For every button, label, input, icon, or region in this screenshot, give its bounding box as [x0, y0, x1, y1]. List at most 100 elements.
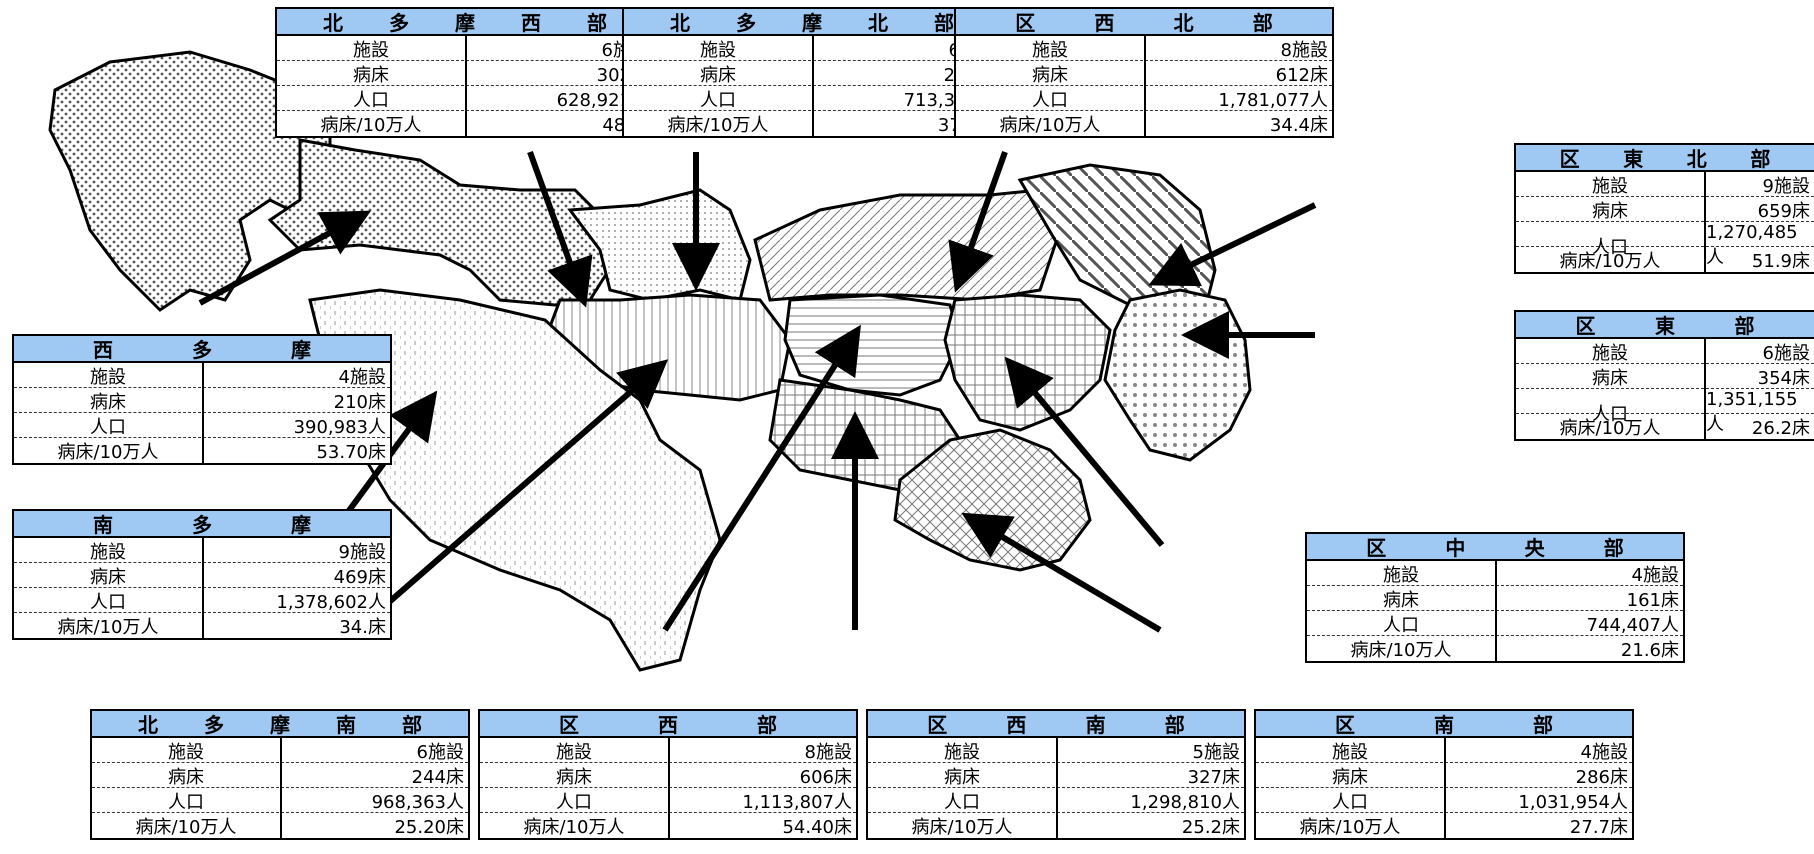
beds-value: 612床 [1275, 65, 1328, 86]
arrow-kitatama-west [527, 150, 593, 308]
population-label: 人口 [277, 86, 467, 112]
header-char: 区 [1575, 314, 1596, 338]
region-kitatama-west [267, 138, 617, 307]
arrow-kitatama-south [355, 359, 669, 633]
population-value: 1,351,155人 [1706, 389, 1798, 435]
facilities-value: 4施設 [338, 367, 386, 388]
header-char: 摩 [455, 11, 475, 35]
beds-label: 病床 [624, 61, 814, 87]
header-char: 部 [1164, 713, 1185, 737]
header-char: 西 [521, 11, 541, 35]
beds-label: 病床 [277, 61, 467, 87]
population-value: 1,781,077人 [1218, 90, 1328, 111]
table-header: 北多摩南部 [92, 711, 468, 738]
per100k-label: 病床/10万人 [277, 111, 467, 137]
header-char: 区 [559, 713, 579, 737]
per100k-value: 54.40床 [782, 817, 852, 838]
facilities-label: 施設 [868, 738, 1058, 764]
beds-label: 病床 [14, 563, 204, 589]
header-char: 西 [93, 338, 113, 362]
arrow-nishitama [198, 210, 372, 306]
population-value: 390,983人 [293, 417, 386, 438]
population-value: 1,031,954人 [1518, 792, 1628, 813]
facilities-label: 施設 [14, 538, 204, 564]
table-header: 北多摩西部 [277, 9, 653, 36]
facilities-value: 6施設 [416, 742, 464, 763]
header-char: 南 [1434, 713, 1454, 737]
facilities-label: 施設 [14, 363, 204, 389]
population-label: 人口 [14, 588, 204, 614]
beds-value: 469床 [333, 567, 386, 588]
population-label: 人口 [480, 788, 670, 814]
facilities-value: 9施設 [1762, 176, 1810, 197]
header-char: 北 [323, 11, 343, 35]
header-char: 摩 [291, 513, 311, 537]
header-char: 部 [757, 713, 777, 737]
facilities-label: 施設 [277, 36, 467, 62]
beds-label: 病床 [956, 61, 1146, 87]
table-header: 区西部 [480, 711, 856, 738]
header-char: 区 [1335, 713, 1355, 737]
header-char: 北 [868, 11, 888, 35]
facilities-label: 施設 [624, 36, 814, 62]
facilities-value: 6施設 [1762, 343, 1810, 364]
table-header: 区西北部 [956, 9, 1332, 36]
beds-label: 病床 [1256, 763, 1446, 789]
beds-value: 161床 [1626, 590, 1679, 611]
header-char: 北 [1173, 11, 1194, 35]
per100k-value: 53.70床 [316, 442, 386, 463]
header-char: 区 [1366, 536, 1387, 560]
header-char: 部 [402, 713, 422, 737]
facilities-label: 施設 [1516, 172, 1706, 198]
header-char: 南 [93, 513, 113, 537]
header-char: 西 [1006, 713, 1027, 737]
per100k-label: 病床/10万人 [868, 813, 1058, 839]
header-char: 区 [1015, 11, 1036, 35]
per100k-value: 21.6床 [1620, 640, 1679, 661]
population-value: 1,298,810人 [1130, 792, 1240, 813]
population-label: 人口 [1256, 788, 1446, 814]
table-header: 区東部 [1516, 312, 1814, 339]
header-char: 北 [138, 713, 158, 737]
table-header: 北多摩北部 [624, 9, 1000, 36]
per100k-label: 病床/10万人 [92, 813, 282, 839]
region-ku-south [893, 428, 1092, 572]
facilities-value: 4施設 [1631, 565, 1679, 586]
beds-label: 病床 [480, 763, 670, 789]
facilities-value: 9施設 [338, 542, 386, 563]
header-char: 摩 [270, 713, 290, 737]
population-value: 1,378,602人 [276, 592, 386, 613]
facilities-label: 施設 [480, 738, 670, 764]
per100k-label: 病床/10万人 [624, 111, 814, 137]
table-header: 区中央部 [1307, 534, 1683, 561]
population-value: 968,363人 [371, 792, 464, 813]
population-label: 人口 [1516, 389, 1706, 436]
header-char: 摩 [291, 338, 311, 362]
region-ku-central [943, 293, 1112, 432]
per100k-label: 病床/10万人 [480, 813, 670, 839]
region-ku-east [1103, 288, 1252, 462]
header-char: 西 [658, 713, 678, 737]
beds-value: 606床 [799, 767, 852, 788]
population-label: 人口 [14, 413, 204, 439]
header-char: 多 [736, 11, 756, 35]
header-char: 多 [204, 713, 224, 737]
header-char: 央 [1524, 536, 1545, 560]
facilities-value: 4施設 [1580, 742, 1628, 763]
beds-label: 病床 [1516, 364, 1706, 390]
per100k-value: 25.20床 [394, 817, 464, 838]
beds-value: 286床 [1575, 767, 1628, 788]
population-label: 人口 [1516, 222, 1706, 269]
beds-value: 354床 [1757, 368, 1810, 389]
beds-label: 病床 [92, 763, 282, 789]
header-char: 北 [670, 11, 690, 35]
facilities-label: 施設 [1307, 561, 1497, 587]
facilities-value: 8施設 [804, 742, 852, 763]
header-char: 部 [1750, 147, 1771, 171]
